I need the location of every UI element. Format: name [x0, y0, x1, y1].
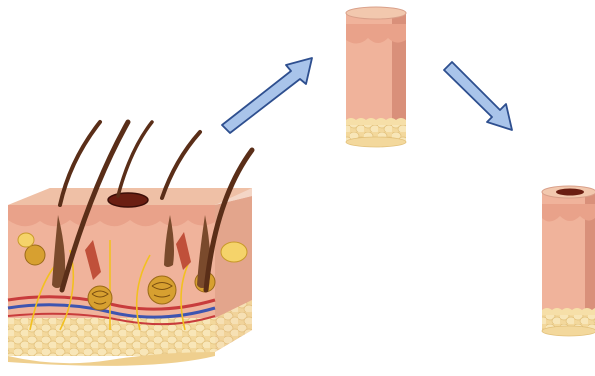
biopsy-core: [346, 7, 406, 147]
biopsy-core-top: [346, 7, 406, 19]
punch-sample-hole: [556, 189, 584, 196]
skin-block: [8, 122, 252, 366]
arrow-up-right: [222, 58, 312, 133]
hollow-punch-sample: [542, 186, 595, 336]
biopsy-hole: [108, 193, 148, 207]
arrow-down-right: [444, 62, 512, 130]
